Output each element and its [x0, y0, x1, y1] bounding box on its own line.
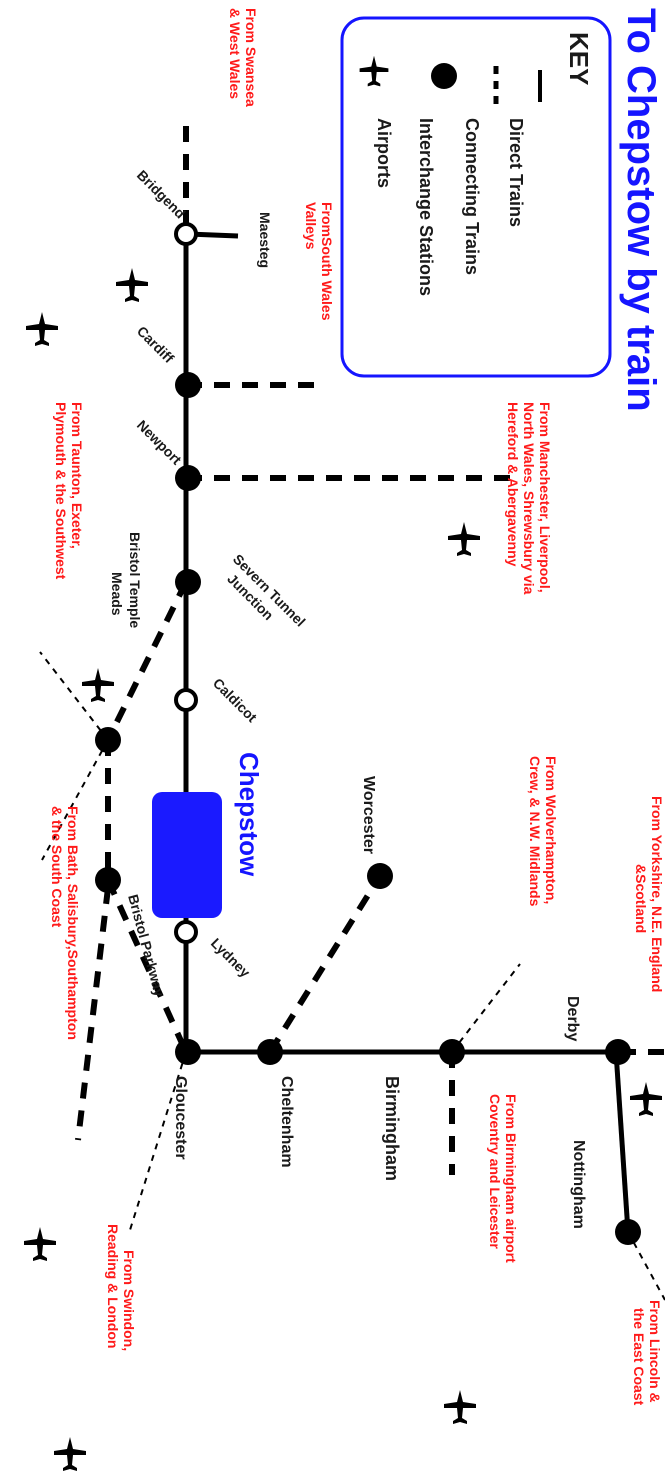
- station-gloucester: [175, 1039, 201, 1065]
- plane-icon: [82, 668, 114, 702]
- wolverhampton-connection: [451, 963, 521, 1053]
- gloucester-label: Gloucester: [172, 1076, 189, 1160]
- cheltenham-worcester-connection: [267, 874, 383, 1054]
- origin-swansea: From Swansea& West Wales: [227, 8, 259, 107]
- severn-tunnel-label: Severn TunnelJunction: [217, 551, 309, 643]
- station-bristol-temple-meads: [95, 727, 121, 753]
- caldicot-label: Caldicot: [210, 675, 261, 726]
- key-connecting: Connecting Trains: [462, 118, 482, 275]
- station-worcester: [367, 863, 393, 889]
- station-newport: [175, 465, 201, 491]
- derby-nottingham-line: [613, 1051, 631, 1233]
- origin-swindon: From Swindon,Reading & London: [105, 1224, 137, 1351]
- plane-icon: [444, 1390, 476, 1424]
- origin-wolverhampton: From Wolverhampton,Crew, & N.W. Midlands: [527, 756, 559, 907]
- stj-bristol-connection: [105, 580, 189, 742]
- parkway-bath-connection: [75, 887, 111, 1141]
- parkway-gloucester-connection: [105, 878, 189, 1054]
- origin-bath: From Bath, Salisbury,Southampton& the So…: [49, 806, 81, 1040]
- chepstow-box: [152, 792, 222, 918]
- derby-label: Derby: [564, 996, 581, 1041]
- station-lydney: [174, 920, 198, 944]
- station-derby: [605, 1039, 631, 1065]
- plane-icon: [26, 312, 58, 346]
- plane-icon: [448, 522, 480, 556]
- plane-icon: [359, 55, 389, 87]
- bristol-temple-label: Bristol TempleMeads: [109, 532, 143, 628]
- newport-label: Newport: [134, 417, 185, 468]
- key-interchange: Interchange Stations: [416, 118, 436, 296]
- chepstow-label: Chepstow: [234, 752, 264, 877]
- station-bridgend: [174, 222, 198, 246]
- plane-icon: [630, 1082, 662, 1116]
- station-birmingham: [439, 1039, 465, 1065]
- nottingham-label: Nottingham: [570, 1140, 587, 1229]
- station-caldicot: [174, 688, 198, 712]
- key-airports: Airports: [374, 118, 394, 188]
- origin-yorkshire: From Yorkshire, N.E. England&Scotland: [633, 796, 665, 992]
- maesteg-label: Maesteg: [257, 212, 273, 268]
- origin-birmingham-airport: From Birmingham airportCoventry and Leic…: [487, 1094, 519, 1263]
- map-title: To Chepstow by train: [619, 8, 663, 412]
- interchange-sample: [431, 63, 457, 89]
- bridgend-label: Bridgend: [134, 167, 189, 222]
- station-cheltenham: [257, 1039, 283, 1065]
- plane-icon: [116, 268, 148, 302]
- origin-lincoln: From Lincoln &the East Coast: [631, 1300, 663, 1406]
- birmingham-label: Birmingham: [382, 1076, 402, 1181]
- plane-icon: [54, 1437, 86, 1471]
- key-direct: Direct Trains: [506, 118, 526, 227]
- lydney-label: Lydney: [208, 935, 254, 981]
- station-cardiff: [175, 372, 201, 398]
- station-bristol-parkway: [95, 867, 121, 893]
- key-heading: KEY: [564, 32, 594, 85]
- key-box: KEY Direct Trains Connecting Trains Inte…: [340, 16, 612, 378]
- cheltenham-label: Cheltenham: [278, 1076, 295, 1168]
- station-nottingham: [615, 1219, 641, 1245]
- origin-south-wales: FromSouth WalesValleys: [303, 202, 335, 321]
- cardiff-label: Cardiff: [134, 323, 177, 366]
- origin-manchester: From Manchester, Liverpool,North Wales, …: [505, 402, 553, 595]
- origin-taunton: From Taunton, Exeter,Plymouth & the Sout…: [53, 402, 85, 580]
- station-severn-tunnel: [175, 569, 201, 595]
- plane-icon: [24, 1227, 56, 1261]
- worcester-label: Worcester: [360, 776, 377, 854]
